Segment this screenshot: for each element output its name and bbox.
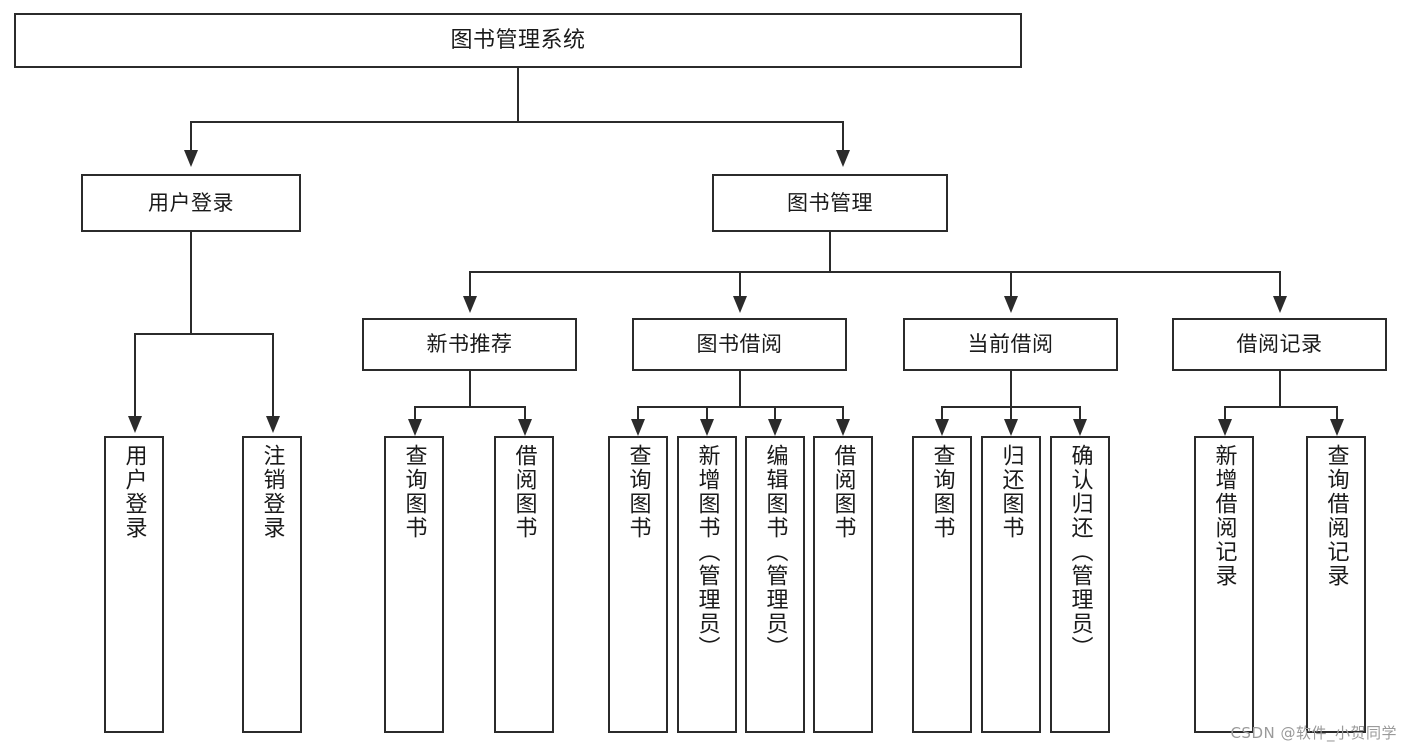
connector-cb-drop-2 [1010,406,1012,420]
connector-br-drop-1 [1224,406,1226,420]
node-label: 用户登录 [148,190,234,215]
connector-user-login-drop-1 [134,333,136,417]
node-label: 图书管理系统 [450,27,586,53]
node-root-system[interactable]: 图书管理系统 [14,13,1022,68]
connector-bb-drop-1 [637,406,639,420]
connector-root-bus [190,121,844,123]
arrow-to-leaf-borrow-book-1 [518,419,532,436]
node-label: 图书借阅 [696,332,783,357]
node-label: 注销登录 [259,444,285,540]
node-label: 查询借阅记录 [1323,444,1349,588]
arrow-to-leaf-confirm-return-admin [1073,419,1087,436]
node-leaf-query-book-1[interactable]: 查询图书 [384,436,444,733]
node-new-book-recommend[interactable]: 新书推荐 [362,318,577,371]
node-label: 归还图书 [998,444,1024,540]
node-leaf-borrow-book-1[interactable]: 借阅图书 [494,436,554,733]
connector-nbr-bus [414,406,524,408]
arrow-to-leaf-user-login [128,416,142,433]
node-leaf-edit-book-admin[interactable]: 编辑图书（管理员） [745,436,805,733]
node-label: 查询图书 [401,444,427,540]
node-label: 查询图书 [625,444,651,540]
node-leaf-user-login[interactable]: 用户登录 [104,436,164,733]
connector-bm-drop-1 [469,271,471,297]
connector-bm-drop-3 [1010,271,1012,297]
connector-nbr-drop-1 [414,406,416,420]
node-leaf-confirm-return-admin[interactable]: 确认归还（管理员） [1050,436,1110,733]
arrow-to-leaf-return-book [1004,419,1018,436]
node-label: 确认归还（管理员） [1067,444,1093,660]
arrow-to-book-borrow [733,296,747,313]
arrow-to-leaf-query-book-3 [935,419,949,436]
node-label: 用户登录 [121,444,147,540]
node-leaf-add-book-admin[interactable]: 新增图书（管理员） [677,436,737,733]
node-label: 当前借阅 [967,332,1054,357]
node-label: 新增图书（管理员） [694,444,720,660]
arrow-to-current-borrow [1004,296,1018,313]
arrow-to-book-management [836,150,850,167]
connector-cb-drop-1 [941,406,943,420]
connector-root-drop-1 [190,121,192,151]
connector-cb-stem [1010,371,1012,407]
node-label: 图书管理 [787,190,873,215]
node-label: 新书推荐 [426,332,513,357]
connector-br-stem [1279,371,1281,407]
node-label: 新增借阅记录 [1211,444,1237,588]
node-label: 查询图书 [929,444,955,540]
arrow-to-user-login [184,150,198,167]
node-book-management[interactable]: 图书管理 [712,174,948,232]
node-leaf-query-book-3[interactable]: 查询图书 [912,436,972,733]
arrow-to-leaf-add-book-admin [700,419,714,436]
node-leaf-add-borrow-record[interactable]: 新增借阅记录 [1194,436,1254,733]
node-user-login[interactable]: 用户登录 [81,174,301,232]
arrow-to-borrow-record [1273,296,1287,313]
arrow-to-leaf-add-borrow-record [1218,419,1232,436]
connector-book-management-bus [469,271,1281,273]
node-label: 编辑图书（管理员） [762,444,788,660]
node-current-borrow[interactable]: 当前借阅 [903,318,1118,371]
arrow-to-leaf-query-book-2 [631,419,645,436]
connector-bb-drop-2 [706,406,708,420]
connector-user-login-bus [134,333,274,335]
connector-book-management-stem [829,232,831,272]
arrow-to-leaf-query-borrow-record [1330,419,1344,436]
node-leaf-return-book[interactable]: 归还图书 [981,436,1041,733]
arrow-to-leaf-query-book-1 [408,419,422,436]
node-book-borrow[interactable]: 图书借阅 [632,318,847,371]
node-label: 借阅记录 [1236,332,1323,357]
node-leaf-borrow-book-2[interactable]: 借阅图书 [813,436,873,733]
connector-bb-bus [637,406,843,408]
connector-bb-drop-4 [842,406,844,420]
connector-br-bus [1224,406,1336,408]
node-borrow-record[interactable]: 借阅记录 [1172,318,1387,371]
node-leaf-logout-login[interactable]: 注销登录 [242,436,302,733]
node-label: 借阅图书 [511,444,537,540]
arrow-to-leaf-borrow-book-2 [836,419,850,436]
connector-root-drop-2 [842,121,844,151]
arrow-to-leaf-edit-book-admin [768,419,782,436]
connector-nbr-drop-2 [524,406,526,420]
connector-nbr-stem [469,371,471,407]
connector-user-login-drop-2 [272,333,274,417]
connector-bb-drop-3 [774,406,776,420]
connector-user-login-stem [190,232,192,334]
connector-cb-drop-3 [1079,406,1081,420]
connector-bm-drop-4 [1279,271,1281,297]
arrow-to-leaf-logout-login [266,416,280,433]
node-label: 借阅图书 [830,444,856,540]
arrow-to-new-book-recommend [463,296,477,313]
connector-bm-drop-2 [739,271,741,297]
connector-bb-stem [739,371,741,407]
node-leaf-query-book-2[interactable]: 查询图书 [608,436,668,733]
connector-root-stem [517,68,519,122]
connector-br-drop-2 [1336,406,1338,420]
csdn-watermark: CSDN @软件_小贺同学 [1230,724,1397,742]
node-leaf-query-borrow-record[interactable]: 查询借阅记录 [1306,436,1366,733]
